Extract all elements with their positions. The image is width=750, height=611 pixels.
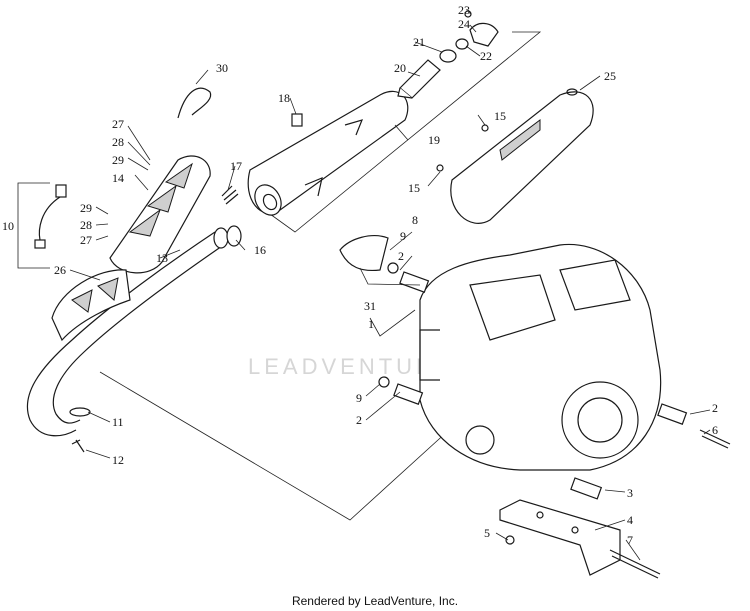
callout-10: 10: [2, 219, 14, 233]
nut-9a: [387, 262, 399, 274]
clamp-30: [177, 87, 212, 119]
callout-1: 1: [368, 317, 374, 331]
engine-1: [419, 243, 662, 471]
bolt-5: [505, 535, 515, 545]
callout-26: 26: [54, 263, 66, 277]
gasket-21: [439, 49, 457, 63]
callout-2b: 2: [356, 413, 362, 427]
bushing-3: [570, 477, 603, 500]
leader-lines: [69, 12, 711, 561]
callout-22: 22: [480, 49, 492, 63]
callout-20: 20: [394, 61, 406, 75]
callout-5: 5: [484, 526, 490, 540]
stud-2a: [399, 271, 430, 293]
heat-shield-26: [51, 269, 131, 342]
heat-shield-14: [109, 155, 211, 274]
callout-21: 21: [413, 35, 425, 49]
bolt-6: [699, 429, 731, 449]
callout-8: 8: [412, 213, 418, 227]
callout-2c: 2: [712, 401, 718, 415]
render-credit-footer: Rendered by LeadVenture, Inc.: [291, 594, 459, 608]
watermark: LEADVENTURE: [248, 354, 455, 379]
callout-29b: 29: [80, 201, 92, 215]
engine-mount-4: [499, 499, 621, 576]
callout-9b: 9: [356, 391, 362, 405]
callout-7: 7: [627, 533, 633, 547]
tail-pipe-24: [469, 22, 499, 47]
o2-sensor-10: [34, 184, 67, 249]
callout-31: 31: [364, 299, 376, 313]
spark-arrestor-20: [397, 59, 441, 99]
cover-8: [339, 235, 389, 272]
stud-2b: [393, 383, 424, 405]
muffler-19: [247, 90, 409, 216]
grommet-18: [291, 113, 303, 127]
callout-27b: 27: [80, 233, 92, 247]
callout-28b: 28: [80, 218, 92, 232]
callout-15b: 15: [408, 181, 420, 195]
callout-18: 18: [278, 91, 290, 105]
callout-17: 17: [230, 159, 242, 173]
callout-15a: 15: [494, 109, 506, 123]
screw-23: [464, 10, 472, 18]
callout-27a: 27: [112, 117, 124, 131]
callout-30: 30: [216, 61, 228, 75]
callout-23: 23: [458, 3, 470, 17]
nut-9b: [378, 376, 390, 388]
callout-9a: 9: [400, 229, 406, 243]
callout-3: 3: [627, 486, 633, 500]
callout-2a: 2: [398, 249, 404, 263]
callout-16: 16: [254, 243, 266, 257]
flange-gasket-11: [69, 407, 91, 417]
bolt-15b: [436, 164, 444, 172]
callout-11: 11: [112, 415, 124, 429]
bolt-12: [71, 439, 85, 453]
callout-14: 14: [112, 171, 124, 185]
assembly-bracket-lines: [17, 31, 542, 521]
gasket-16: [226, 225, 242, 247]
stud-2c: [657, 403, 688, 425]
header-pipe-13: [26, 227, 229, 437]
heat-shield-25: [450, 88, 594, 224]
spring-17: [221, 185, 239, 205]
callout-12: 12: [112, 453, 124, 467]
callout-28a: 28: [112, 135, 124, 149]
callout-29a: 29: [112, 153, 124, 167]
callout-19: 19: [428, 133, 440, 147]
callout-25: 25: [604, 69, 616, 83]
o-ring-22: [455, 38, 469, 50]
bolt-15a: [481, 124, 489, 132]
callout-6: 6: [712, 423, 718, 437]
bolt-7: [609, 549, 661, 579]
callout-labels: 1 2 2 2 3 4 5 6 7 8 9 9 10 11 12 13 14 1…: [2, 3, 718, 547]
callout-13: 13: [156, 251, 168, 265]
callout-24: 24: [458, 17, 470, 31]
callout-4: 4: [627, 513, 633, 527]
